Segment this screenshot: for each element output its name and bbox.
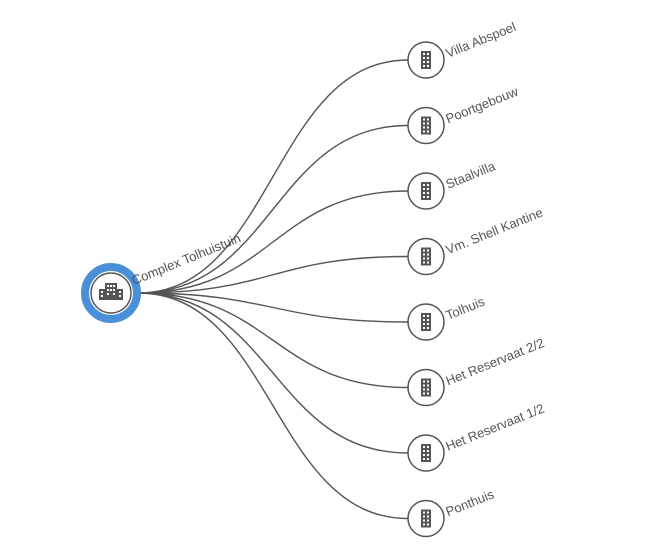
child-node-label: Het Reservaat 2/2: [444, 335, 547, 388]
child-node[interactable]: Poortgebouw: [407, 83, 521, 145]
edge-line: [137, 292, 409, 323]
child-node[interactable]: Ponthuis: [407, 486, 497, 538]
building-icon: [421, 509, 431, 528]
root-highlight-ring: [81, 263, 141, 323]
edge-line: [137, 124, 409, 294]
root-node[interactable]: Complex Tolhuistuin: [81, 230, 243, 323]
building-icon: [421, 116, 431, 135]
child-node-label: Vm. Shell Kantine: [444, 205, 545, 258]
edge-line: [137, 292, 409, 389]
building-complex-icon: [99, 283, 123, 300]
child-node-label: Het Reservaat 1/2: [444, 401, 547, 454]
child-node[interactable]: Staalvilla: [407, 158, 499, 210]
edge-line: [137, 190, 409, 294]
child-node[interactable]: Het Reservaat 2/2: [407, 335, 547, 407]
child-node[interactable]: Tolhuis: [407, 294, 488, 341]
child-node[interactable]: Villa Abspoel: [407, 19, 519, 79]
building-icon: [421, 182, 431, 200]
edge-line: [137, 292, 409, 520]
edge-line: [137, 59, 409, 294]
edges-layer: [137, 59, 409, 520]
child-node-label: Poortgebouw: [444, 83, 521, 126]
edge-line: [137, 255, 409, 294]
building-icon: [421, 378, 431, 397]
building-icon: [421, 247, 431, 266]
child-node-label: Villa Abspoel: [444, 19, 519, 61]
building-icon: [421, 313, 431, 331]
building-icon: [421, 51, 431, 69]
child-node[interactable]: Vm. Shell Kantine: [407, 205, 545, 276]
child-node-label: Staalvilla: [444, 158, 499, 192]
child-node-label: Ponthuis: [444, 486, 497, 519]
building-icon: [421, 444, 431, 462]
edge-line: [137, 292, 409, 454]
root-label: Complex Tolhuistuin: [130, 230, 243, 287]
child-node[interactable]: Het Reservaat 1/2: [407, 401, 547, 472]
child-node-label: Tolhuis: [444, 294, 488, 323]
